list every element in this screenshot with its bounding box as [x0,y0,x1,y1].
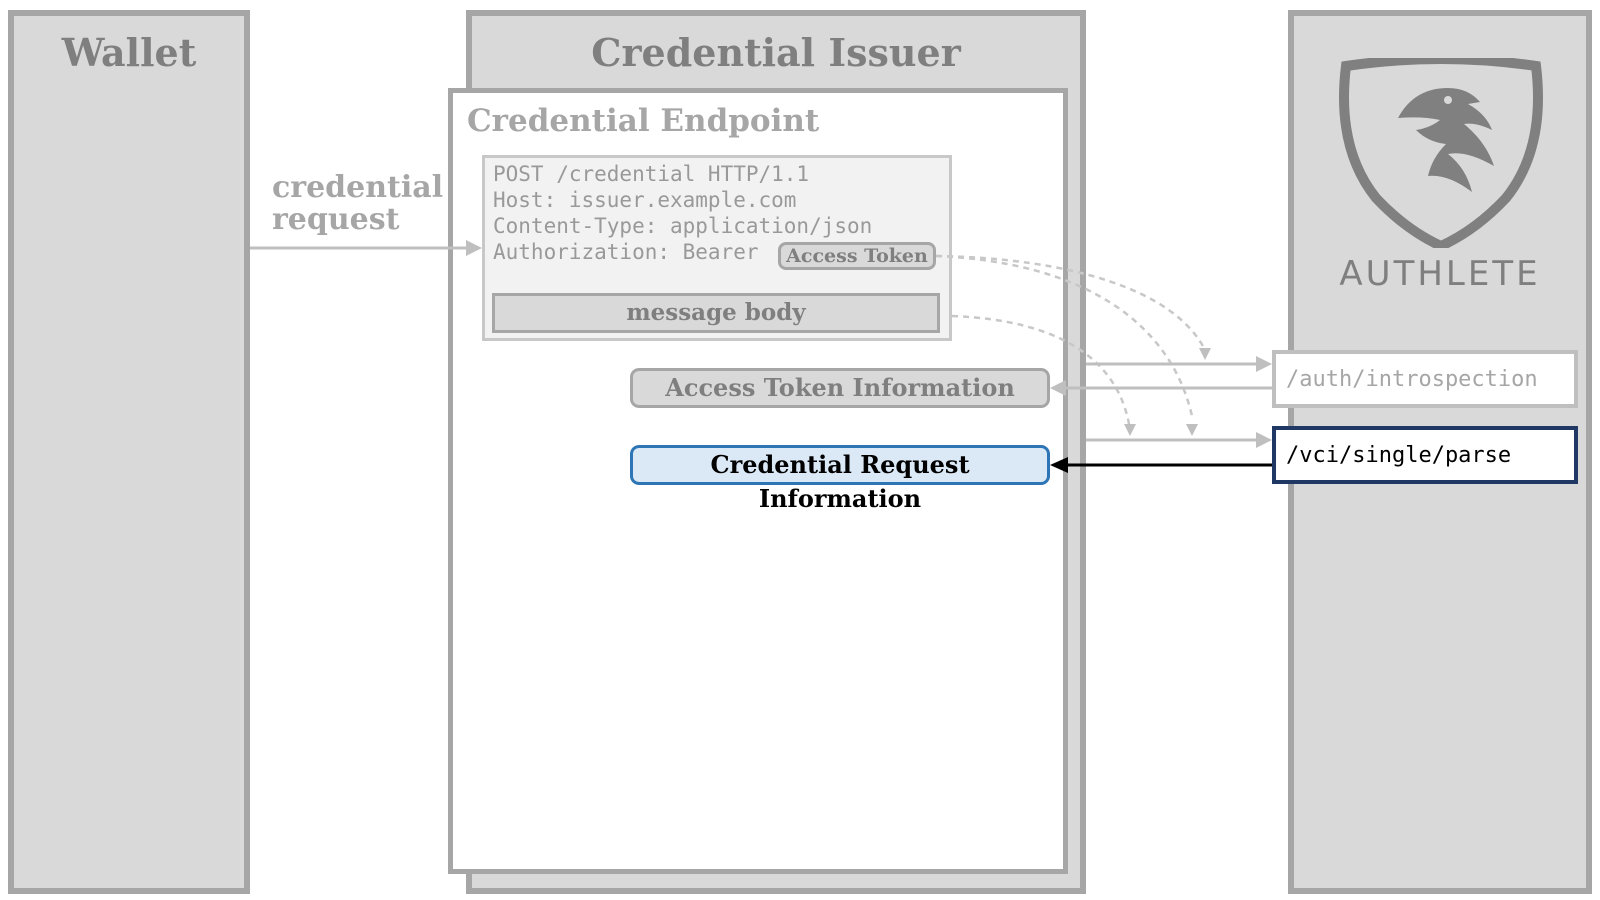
credential-request-label-line2: request [272,202,400,237]
message-body-box: message body [492,293,940,333]
access-token-information-box: Access Token Information [630,368,1050,408]
vci-single-parse-api-box: /vci/single/parse [1272,426,1578,484]
access-token-dashed-arrows [935,254,1207,431]
dashed-arrow-heads [1124,348,1211,436]
credential-issuer-title: Credential Issuer [591,30,961,75]
http-host-line: Host: issuer.example.com [493,188,797,212]
credential-request-information-box: Credential Request Information [630,445,1050,513]
auth-introspection-api-box: /auth/introspection [1272,350,1578,408]
introspection-response-arrow [1050,380,1272,396]
introspection-request-arrow [1086,356,1272,372]
eagle-shield-icon [1339,58,1543,248]
credential-endpoint-title: Credential Endpoint [467,103,820,139]
credential-request-arrow [250,240,482,256]
http-content-type-line: Content-Type: application/json [493,214,873,238]
http-authorization-line: Authorization: Bearer [493,240,759,264]
wallet-title: Wallet [61,30,197,75]
authlete-brand: AUTHLETE [1339,254,1541,294]
vci-parse-request-arrow [1086,432,1272,448]
access-token-chip: Access Token [778,242,936,270]
http-request-line: POST /credential HTTP/1.1 [493,162,810,186]
credential-request-label-line1: credential [272,170,444,205]
wallet-column: Wallet [8,10,250,894]
credential-request-label: credential request [272,172,443,236]
vci-parse-response-arrow [1050,457,1272,473]
